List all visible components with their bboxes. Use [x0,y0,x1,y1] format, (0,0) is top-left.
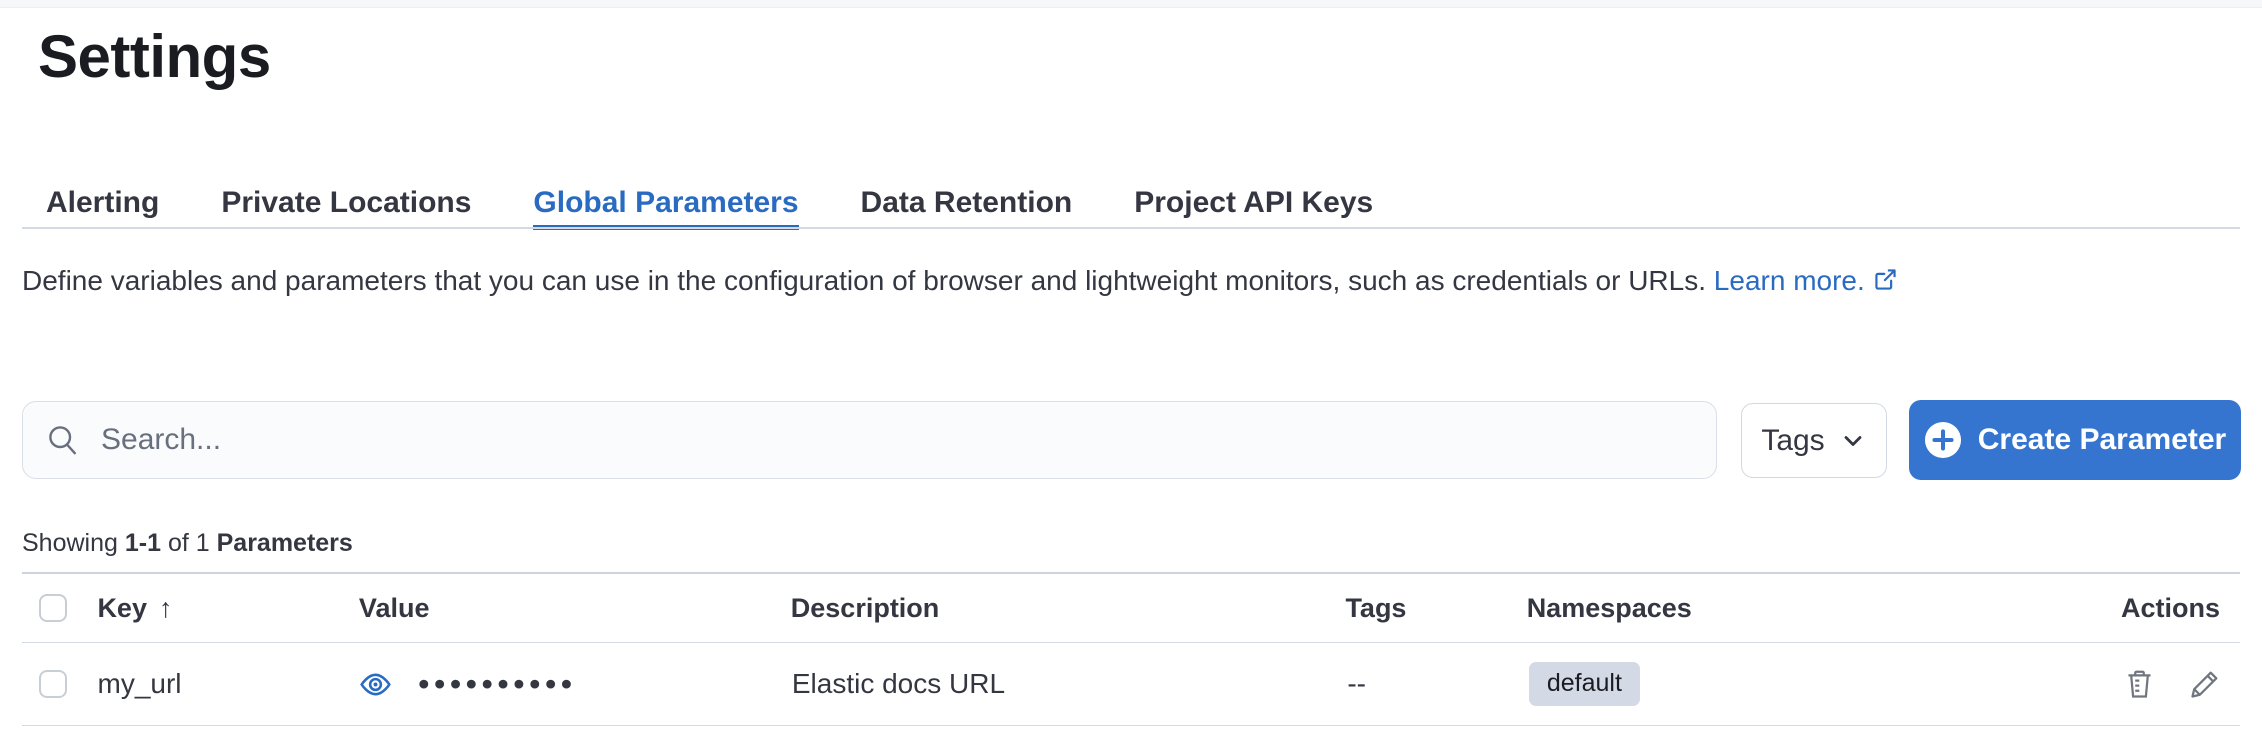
column-header-tags: Tags [1345,592,1407,623]
column-header-namespaces: Namespaces [1526,592,1692,623]
select-all-cell [22,594,97,622]
search-box [22,401,1717,479]
reveal-value-button[interactable] [359,668,392,701]
tab-project-api-keys[interactable]: Project API Keys [1134,186,1374,219]
sort-ascending-icon: ↑ [158,592,173,623]
summary-showing: Showing [22,529,118,557]
column-header-description: Description [790,592,940,623]
tabs-divider [22,227,2240,229]
pencil-icon [2189,669,2220,700]
create-parameter-label: Create Parameter [1977,423,2227,456]
tags-filter-button[interactable]: Tags [1741,403,1887,478]
tags-cell: -- [1347,668,1366,699]
top-edge-strip [0,0,2262,8]
search-input[interactable] [101,423,1692,457]
tags-filter-label: Tags [1761,423,1825,457]
namespaces-cell: default [1528,662,2124,706]
description-cell: Elastic docs URL [791,668,1006,699]
eye-icon [359,668,392,701]
summary-of: of 1 [167,529,210,557]
select-all-checkbox[interactable] [39,594,67,622]
column-key-label: Key [97,592,147,623]
key-cell: my_url [97,668,182,699]
column-header-actions: Actions [2120,592,2220,623]
row-checkbox[interactable] [39,670,67,698]
summary-range: 1-1 [124,529,161,557]
table-row: my_url •••••••••• Elastic docs URL -- de… [22,643,2240,726]
learn-more-label: Learn more. [1713,265,1865,296]
namespace-badge: default [1528,662,1640,706]
parameters-table: Key ↑ Value Description Tags Namespaces A… [22,572,2240,726]
tab-alerting[interactable]: Alerting [46,186,160,219]
tab-data-retention[interactable]: Data Retention [860,186,1073,219]
create-parameter-button[interactable]: Create Parameter [1909,400,2241,480]
value-cell: •••••••••• [359,666,791,702]
chevron-down-icon [1839,427,1867,455]
external-link-icon [1873,259,1898,307]
delete-parameter-button[interactable] [2124,669,2155,700]
column-header-key: Key ↑ [97,593,358,624]
column-header-value: Value [358,592,430,623]
summary-entity: Parameters [216,529,353,557]
actions-cell [2124,669,2240,700]
tab-bar: Alerting Private Locations Global Parame… [46,178,1374,230]
sort-key-button[interactable]: Key ↑ [97,593,358,624]
results-summary: Showing 1-1 of 1 Parameters [22,529,353,558]
trash-icon [2124,669,2155,700]
row-select-cell [22,670,98,698]
page-title: Settings [38,23,271,90]
description-text: Define variables and parameters that you… [22,265,1707,296]
page-description: Define variables and parameters that you… [22,257,2222,307]
tab-global-parameters[interactable]: Global Parameters [533,178,799,230]
table-header-row: Key ↑ Value Description Tags Namespaces A… [22,572,2240,643]
plus-in-circle-icon [1924,421,1962,459]
masked-value: •••••••••• [418,666,577,701]
search-icon [47,424,79,456]
tab-private-locations[interactable]: Private Locations [221,186,472,219]
learn-more-link[interactable]: Learn more. [1714,265,1898,296]
edit-parameter-button[interactable] [2189,669,2220,700]
